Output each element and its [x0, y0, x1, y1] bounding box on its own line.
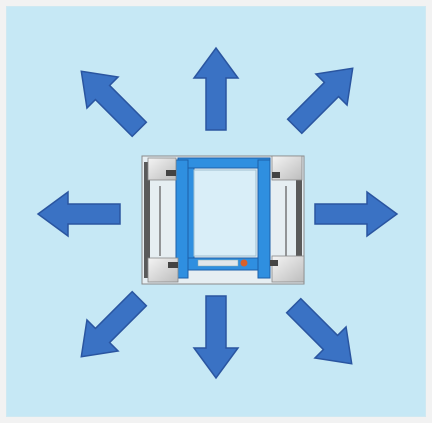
- arrow-down-icon: [193, 295, 239, 379]
- arrow-up-right-icon: [278, 51, 370, 143]
- arrow-up-icon: [193, 47, 239, 131]
- arrow-up-left-icon: [64, 54, 156, 146]
- arrow-down-left-icon: [64, 282, 156, 374]
- platform-illustration: [141, 155, 305, 285]
- arrow-right-icon: [314, 191, 398, 237]
- arrow-left-icon: [37, 191, 121, 237]
- arrow-down-right-icon: [277, 289, 369, 381]
